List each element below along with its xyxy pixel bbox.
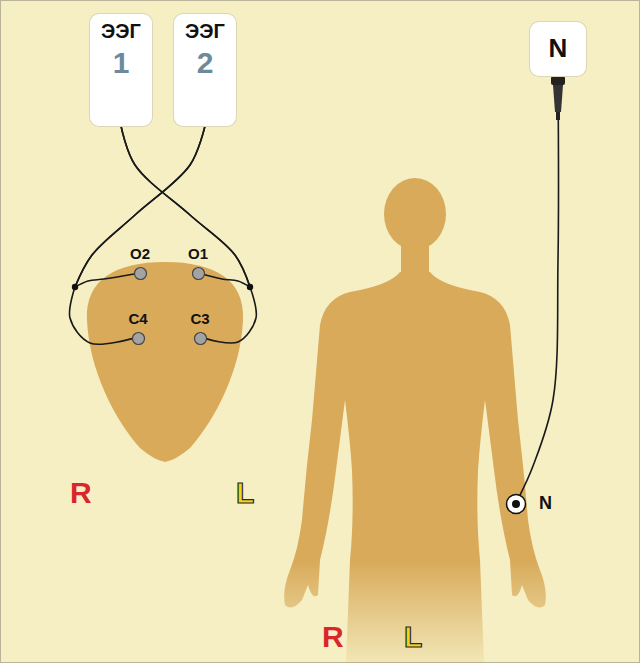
side-marker: R [70,478,92,508]
wire-junction [72,284,78,290]
electrode-wire [75,126,205,287]
side-marker: L [236,478,254,508]
electrode-ring [507,495,526,514]
eeg-channel-box: ЭЭГ 1 [90,14,152,126]
arm-electrode-pad [505,493,527,515]
electrode-contact [133,266,148,281]
arm-electrode: N [505,493,552,515]
electrode-wire [70,126,205,344]
scalp-electrode: C3 [184,311,216,346]
node-label: N [549,34,568,63]
electrode-wire [121,126,256,343]
plug-body [553,85,563,112]
electrode-wire [520,76,559,495]
wire-junction [247,284,253,290]
body-silhouette [284,272,546,663]
node-label: ЭЭГ [101,20,141,42]
node-label: N [539,494,552,514]
body-head [384,178,446,250]
head-top-view [87,262,243,462]
eeg-channel-box: ЭЭГ 2 [174,14,236,126]
electrode-contact [193,331,208,346]
electrode-contact [191,266,206,281]
electrode-disc [134,267,146,279]
channel-number: 1 [113,46,130,79]
electrode-disc [192,267,204,279]
electrode-wire [121,126,250,287]
electrode-disc [194,332,206,344]
node-label: C3 [190,311,209,328]
plug-collar [551,76,565,85]
node-label: C4 [128,311,147,328]
electrode-disc [132,332,144,344]
side-marker: R [322,622,344,652]
scalp-electrode: C4 [122,311,154,346]
node-label: O1 [188,246,208,263]
scalp-electrode: O1 [182,246,214,281]
channel-number: 2 [197,46,214,79]
neutral-input-box: N [530,22,586,76]
side-marker: L [404,622,422,652]
plug-tip [556,112,560,120]
electrode-center [512,500,520,508]
scalp-electrode: O2 [124,246,156,281]
node-label: O2 [130,246,150,263]
electrode-contact [131,331,146,346]
node-label: ЭЭГ [185,20,225,42]
